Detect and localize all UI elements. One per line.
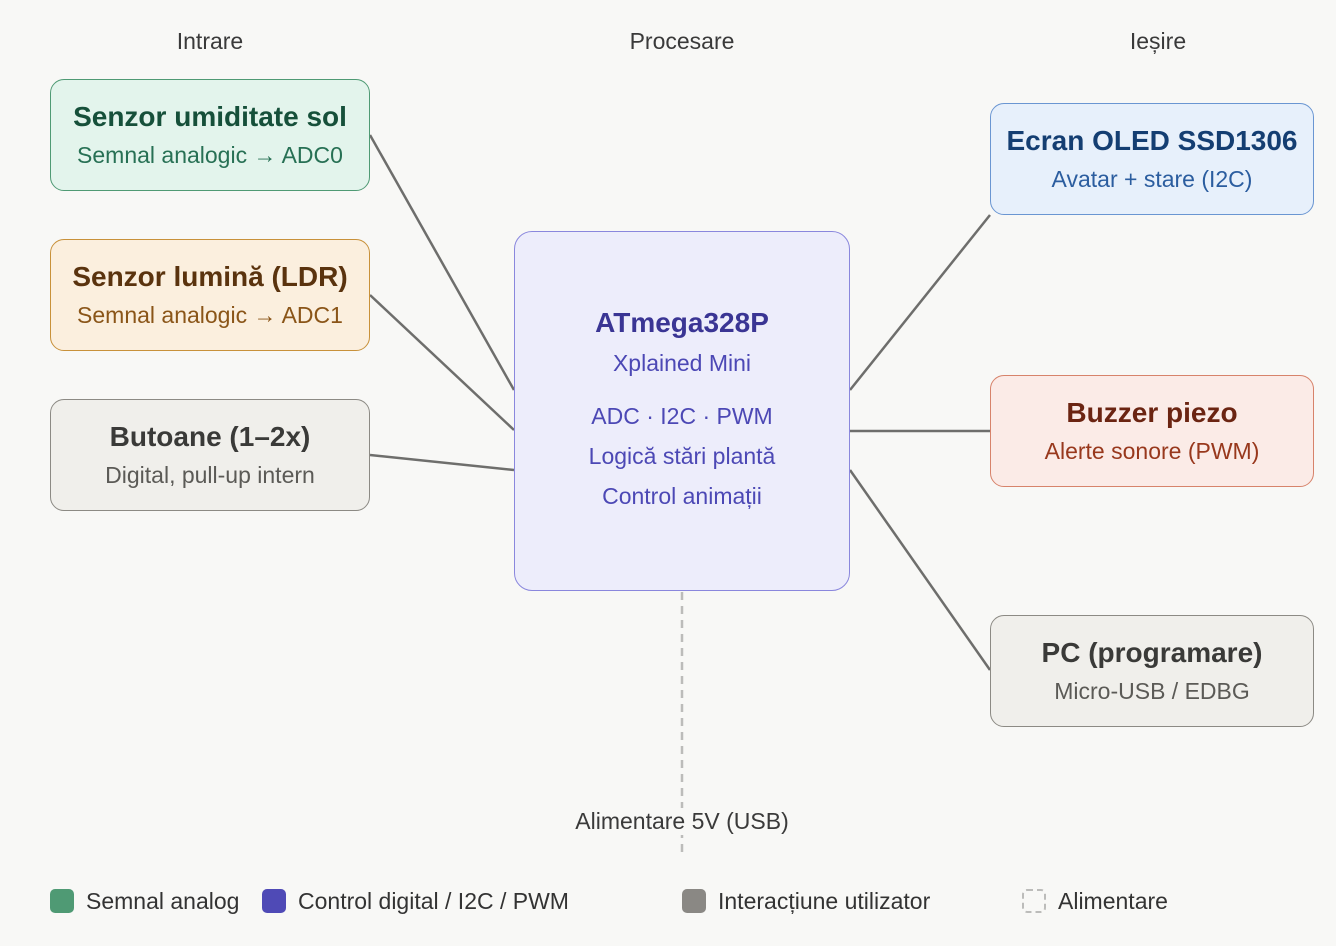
box-title: Butoane (1–2x) — [109, 421, 311, 453]
box-subtitle: Digital, pull-up intern — [105, 462, 315, 488]
column-header-output: Ieșire — [1129, 28, 1187, 54]
legend-label: Semnal analog — [86, 887, 240, 914]
mcu-subtitle: Xplained Mini — [612, 350, 752, 376]
legend-label: Interacțiune utilizator — [718, 887, 931, 914]
power-label: Alimentare 5V (USB) — [500, 808, 864, 835]
link-buttons-to-mcu — [369, 453, 515, 472]
box-title: PC (programare) — [1041, 637, 1263, 669]
oled-display-box: Ecran OLED SSD1306 Avatar + stare (I2C) — [990, 103, 1314, 215]
box-subtitle: Semnal analogic → ADC0 — [77, 142, 343, 168]
legend-item-user: Interacțiune utilizator — [682, 884, 930, 918]
legend-label: Control digital / I2C / PWM — [298, 887, 569, 914]
box-subtitle: Micro-USB / EDBG — [1054, 678, 1250, 704]
legend-label: Alimentare — [1058, 887, 1168, 914]
legend: Semnal analog Control digital / I2C / PW… — [0, 884, 1336, 918]
legend-swatch-purple — [262, 889, 286, 913]
box-title: Ecran OLED SSD1306 — [1006, 125, 1298, 157]
column-header-processing: Procesare — [629, 28, 735, 54]
mcu-feature: Control animații — [602, 482, 762, 509]
link-light-to-mcu — [369, 294, 515, 431]
legend-swatch-green — [50, 889, 74, 913]
legend-item-analog: Semnal analog — [50, 884, 239, 918]
mcu-title: ATmega328P — [595, 307, 769, 339]
pc-box: PC (programare) Micro-USB / EDBG — [990, 615, 1314, 727]
box-subtitle: Alerte sonore (PWM) — [1044, 438, 1260, 464]
light-sensor-box: Senzor lumină (LDR) Semnal analogic → AD… — [50, 239, 370, 351]
box-title: Buzzer piezo — [1066, 397, 1238, 429]
mcu-feature: ADC · I2C · PWM — [591, 402, 773, 429]
box-subtitle: Avatar + stare (I2C) — [1051, 166, 1253, 192]
mcu-features: ADC · I2C · PWM Logică stări plantă Cont… — [589, 396, 776, 516]
box-subtitle: Semnal analogic → ADC1 — [77, 302, 343, 328]
buzzer-box: Buzzer piezo Alerte sonore (PWM) — [990, 375, 1314, 487]
mcu-feature: Logică stări plantă — [588, 442, 776, 469]
legend-item-power: Alimentare — [1022, 884, 1168, 918]
legend-swatch-dashed — [1022, 889, 1046, 913]
link-mcu-to-pc — [848, 469, 992, 671]
link-mcu-to-oled — [849, 214, 991, 391]
legend-item-digital: Control digital / I2C / PWM — [262, 884, 569, 918]
link-soil-to-mcu — [368, 134, 516, 391]
buttons-box: Butoane (1–2x) Digital, pull-up intern — [50, 399, 370, 511]
box-title: Senzor lumină (LDR) — [72, 261, 348, 293]
soil-moisture-sensor-box: Senzor umiditate sol Semnal analogic → A… — [50, 79, 370, 191]
mcu-box: ATmega328P Xplained Mini ADC · I2C · PWM… — [514, 231, 850, 591]
legend-swatch-gray — [682, 889, 706, 913]
box-title: Senzor umiditate sol — [73, 101, 347, 133]
column-header-input: Intrare — [176, 28, 244, 54]
